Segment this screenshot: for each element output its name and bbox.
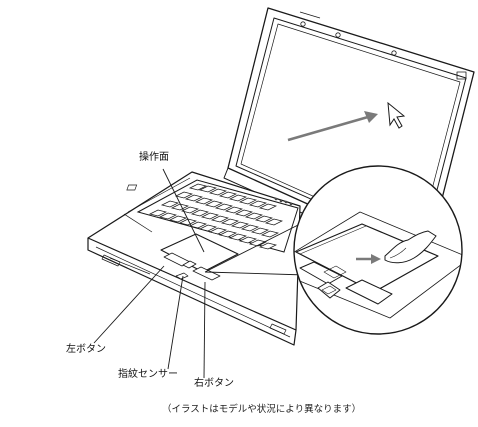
leader-lines: [93, 168, 206, 379]
zoom-callout: [204, 165, 463, 335]
illustration-caption: （イラストはモデルや状況により異なります）: [162, 404, 362, 415]
operation-surface-label: 操作面: [139, 152, 169, 163]
keyboard: [126, 179, 299, 253]
finger-icon: [384, 230, 437, 264]
left-button-label: 左ボタン: [66, 344, 106, 355]
right-button-label: 右ボタン: [194, 378, 234, 389]
right-arrow-icon: [371, 254, 381, 264]
touchpad-area: [160, 233, 239, 281]
mouse-cursor-icon: [387, 101, 406, 129]
screen-pointer-movement: [287, 101, 406, 142]
fingerprint-sensor-label: 指紋センサー: [118, 369, 178, 380]
